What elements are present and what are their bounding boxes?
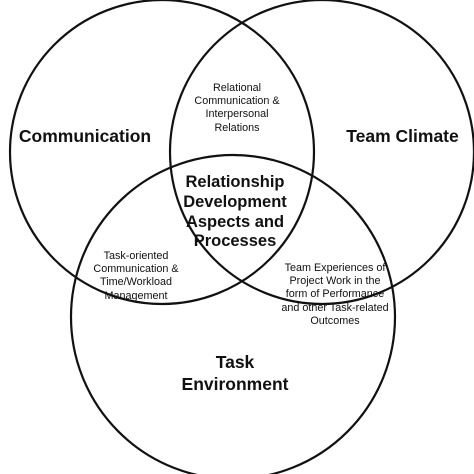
task-environment-label: Task Environment xyxy=(181,352,289,394)
relational-communication-label: Relational Communication & Interpersonal… xyxy=(194,82,280,134)
communication-circle xyxy=(8,0,316,306)
communication-label: Communication xyxy=(18,126,152,146)
team-climate-label: Team Climate xyxy=(346,126,459,146)
task-environment-circle xyxy=(69,153,397,474)
team-climate-circle xyxy=(168,0,474,306)
relationship-development-label: Relationship Development Aspects and Pro… xyxy=(183,173,287,251)
task-oriented-communication-label: Task-oriented Communication & Time/Workl… xyxy=(93,250,179,302)
team-experiences-label: Team Experiences of Project Work in the … xyxy=(281,262,389,327)
